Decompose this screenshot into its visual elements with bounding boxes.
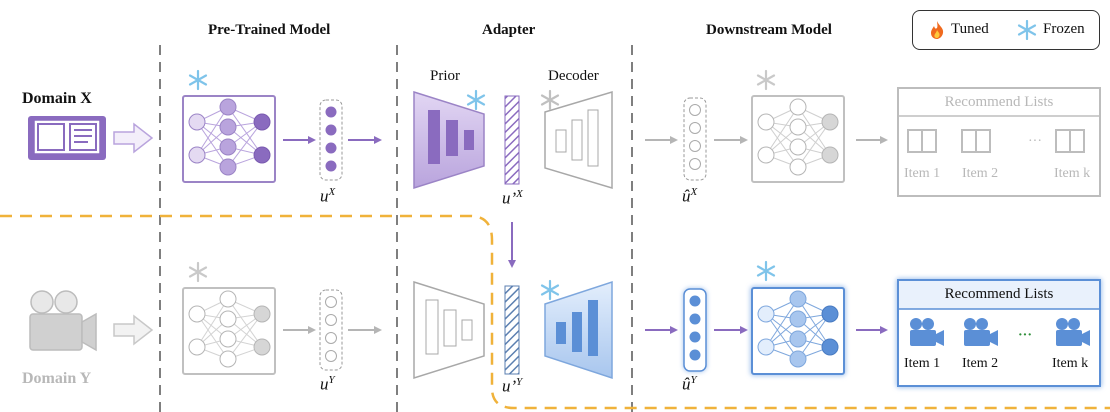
adapted-vector-uy-hat [683, 288, 707, 372]
recommend-x-title: Recommend Lists [944, 94, 1054, 110]
snowflake-icon [540, 279, 560, 301]
decoder-label: Decoder [548, 68, 599, 84]
arrow-head [740, 136, 748, 144]
header-downstream-model: Downstream Model [706, 22, 832, 38]
input-arrow-x [113, 122, 154, 154]
arrow-head [670, 326, 678, 334]
arrow-head [880, 136, 888, 144]
legend-frozen-label: Frozen [1043, 21, 1085, 37]
recommend-y-item-k: Item k [1052, 356, 1089, 371]
recommend-y-ellipsis: ··· [1018, 328, 1033, 343]
snowflake-icon [756, 69, 776, 91]
recommend-y-item-2: Item 2 [962, 356, 999, 371]
book-icon [28, 116, 106, 160]
domain-y-boundary [0, 214, 1110, 410]
decoder-y [544, 280, 613, 380]
pretrained-network-x [182, 95, 276, 183]
legend-tuned-label: Tuned [951, 21, 989, 37]
downstream-network-y [750, 286, 846, 376]
decoder-x [544, 90, 613, 190]
arrow-head [740, 326, 748, 334]
label-uxp: u’X [502, 188, 523, 208]
adapted-vector-ux-hat [683, 97, 707, 181]
arrow-head [374, 326, 382, 334]
recommend-list-x [897, 87, 1101, 197]
downstream-network-x [751, 95, 845, 183]
recommend-x-ellipsis: ··· [1028, 134, 1042, 149]
label-uy: uY [320, 374, 335, 394]
arrow-head [308, 326, 316, 334]
movie-camera-icon [910, 318, 1090, 346]
legend: Tuned Frozen [912, 10, 1100, 50]
recommend-x-item-1: Item 1 [904, 166, 941, 181]
arrow-head [308, 136, 316, 144]
pretrained-network-y [182, 287, 276, 375]
header-pretrained-model: Pre-Trained Model [208, 22, 331, 38]
input-arrow-y [113, 314, 154, 346]
prior-encoder-x [413, 90, 485, 190]
embedding-vector-uy [319, 289, 343, 371]
domain-y-label: Domain Y [22, 370, 92, 387]
domain-x-label: Domain X [22, 90, 92, 107]
label-uyp: u’Y [502, 376, 523, 396]
arrow-head [670, 136, 678, 144]
snowflake-icon [466, 89, 486, 111]
recommend-x-item-k: Item k [1054, 166, 1091, 181]
embedding-vector-ux [319, 99, 343, 181]
label-ux: uX [320, 186, 336, 206]
book-icon [907, 129, 1085, 153]
snowflake-icon [1017, 20, 1037, 40]
snowflake-icon [756, 260, 776, 282]
prior-encoder-y [413, 280, 485, 380]
snowflake-icon [188, 69, 208, 91]
recommend-y-title: Recommend Lists [944, 286, 1054, 302]
header-adapter: Adapter [482, 22, 536, 38]
label-uyh: ûY [682, 374, 697, 394]
label-uxh: ûX [682, 186, 698, 206]
arrow-head [508, 260, 516, 268]
latent-vector-uy-prime [504, 285, 520, 375]
prior-label: Prior [430, 68, 460, 84]
movie-camera-icon [29, 290, 97, 352]
arrow-head [374, 136, 382, 144]
fire-icon [931, 21, 944, 39]
recommend-x-item-2: Item 2 [962, 166, 999, 181]
latent-vector-ux-prime [504, 95, 520, 185]
arrow-head [880, 326, 888, 334]
recommend-list-y [896, 278, 1102, 388]
recommend-y-item-1: Item 1 [904, 356, 941, 371]
snowflake-icon [540, 89, 560, 111]
snowflake-icon [188, 261, 208, 283]
